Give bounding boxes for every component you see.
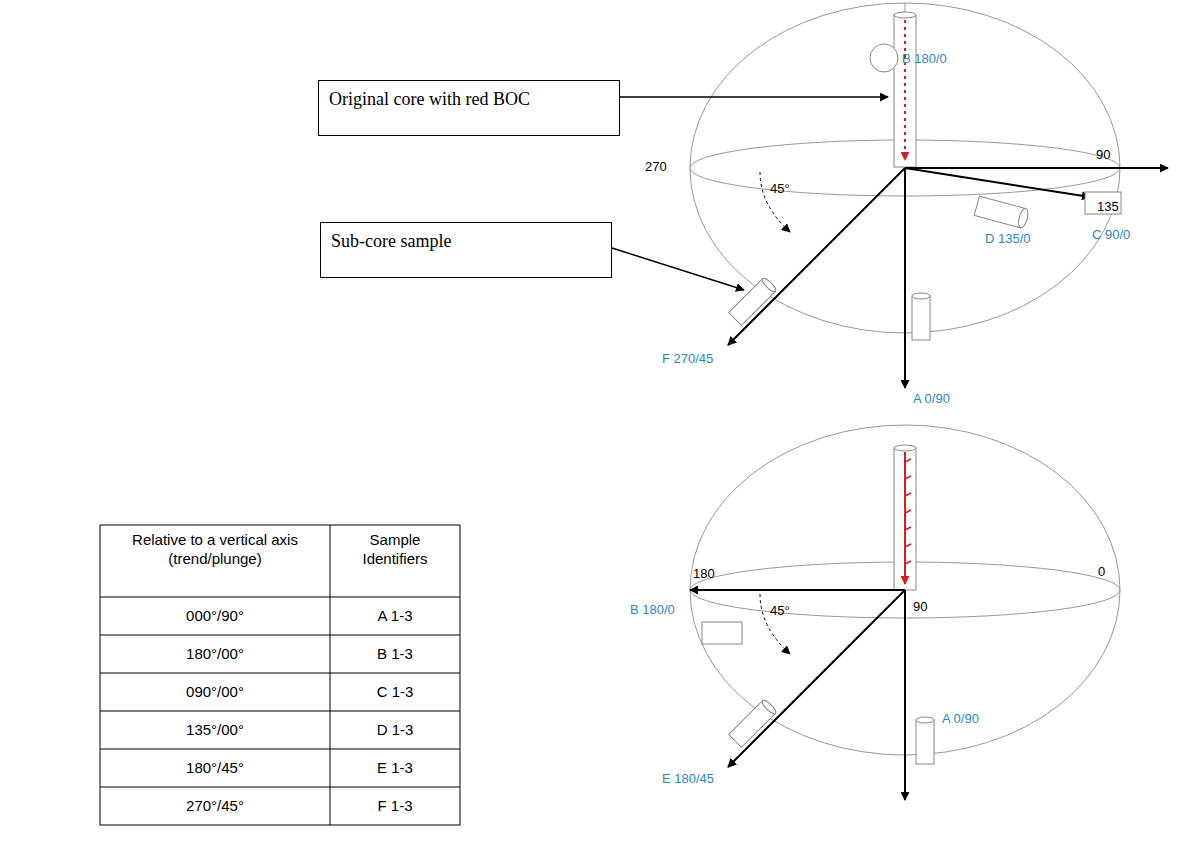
sample-label: A 0/90 [942, 712, 979, 726]
table-cell: A 1-3 [335, 607, 455, 626]
axis-label: 270 [645, 160, 667, 174]
sample-label: E 180/45 [662, 772, 714, 786]
axis-label: 90 [1096, 148, 1110, 162]
sample-label: A 0/90 [913, 392, 950, 406]
angle-label: 45° [770, 182, 790, 196]
callout-box: Original core with red BOC [318, 80, 620, 136]
table-cell: 090°/00° [105, 683, 325, 702]
table-cell: 270°/45° [105, 797, 325, 816]
sample-shapes-top [729, 44, 1121, 340]
table-cell: F 1-3 [335, 797, 455, 816]
table-header: Sample Identifiers [335, 531, 455, 569]
axis-label: 135 [1097, 200, 1119, 214]
axis-label: 0 [1098, 565, 1105, 579]
table-cell: E 1-3 [335, 759, 455, 778]
table-cell: 180°/45° [105, 759, 325, 778]
callout-text: Original core with red BOC [329, 87, 609, 111]
sample-label: B 180/0 [902, 52, 947, 66]
table-cell: 180°/00° [105, 645, 325, 664]
table-cell: B 1-3 [335, 645, 455, 664]
table-cell: 000°/90° [105, 607, 325, 626]
core-top [894, 12, 916, 167]
sample-label: C 90/0 [1092, 228, 1130, 242]
leader-arrows [612, 97, 888, 290]
table-cell: C 1-3 [335, 683, 455, 702]
axes-bottom [690, 590, 905, 800]
table-header: Relative to a vertical axis (trend/plung… [105, 531, 325, 569]
axis-label: 90 [913, 600, 927, 614]
callout-box: Sub-core sample [320, 222, 612, 278]
sample-label: F 270/45 [662, 352, 713, 366]
core-bottom [894, 445, 916, 590]
axes-top [728, 168, 1168, 388]
angle-label: 45° [770, 604, 790, 618]
table-cell: D 1-3 [335, 721, 455, 740]
sample-label: D 135/0 [985, 232, 1031, 246]
axis-label: 180 [693, 567, 715, 581]
table-cell: 135°/00° [105, 721, 325, 740]
table-grid [100, 525, 460, 825]
sample-shapes-bottom [702, 622, 934, 764]
callout-text: Sub-core sample [331, 229, 601, 253]
sample-label: B 180/0 [630, 603, 675, 617]
